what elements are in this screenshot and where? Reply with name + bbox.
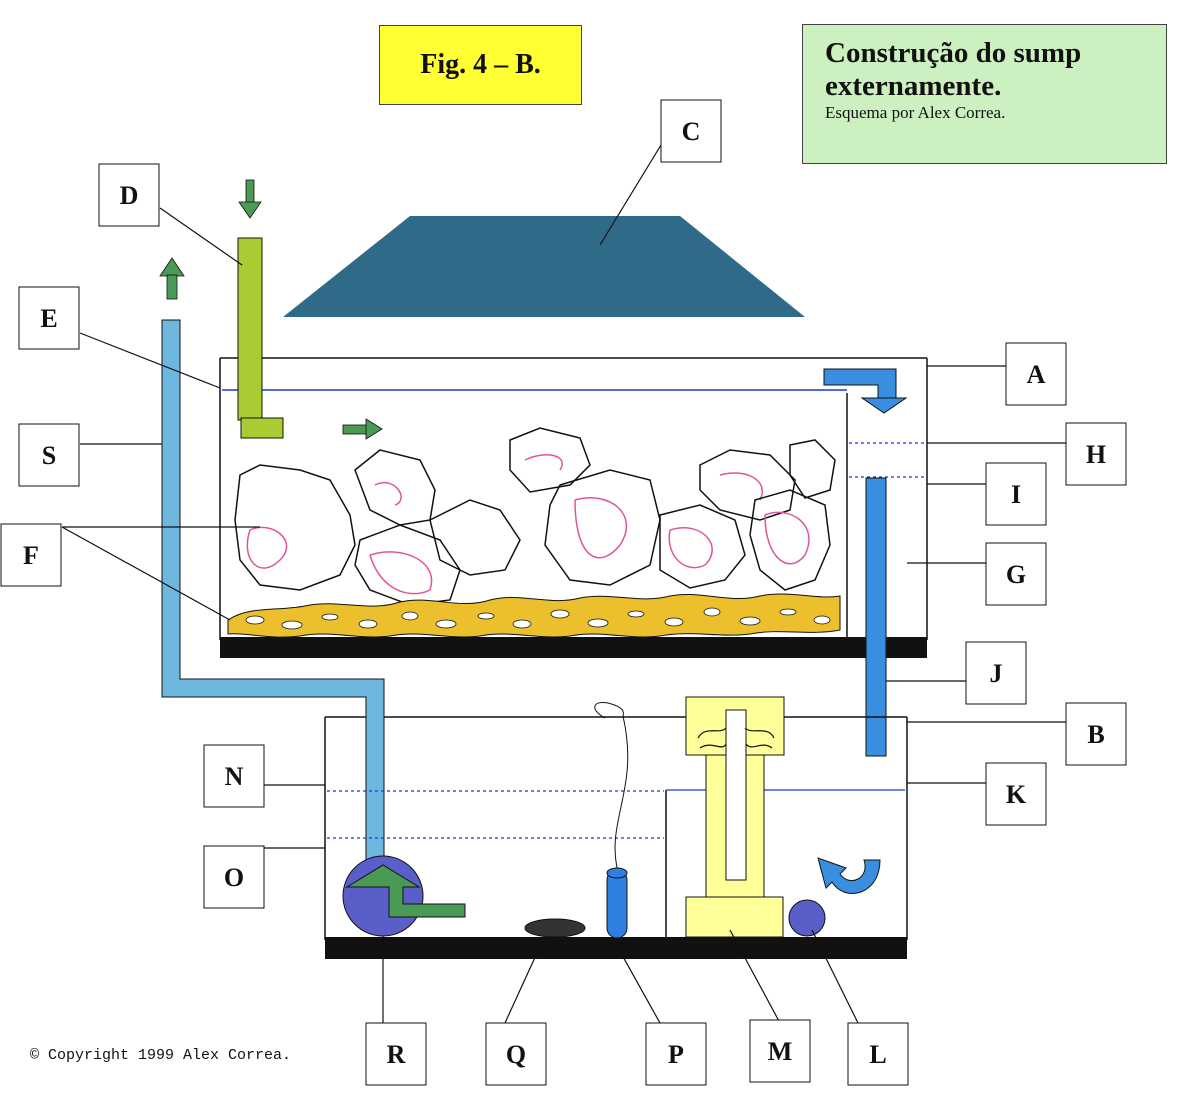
title-box: Construção do sump externamente. Esquema… <box>802 24 1167 164</box>
label-box-A: A <box>1005 342 1067 406</box>
label-box-C: C <box>660 99 722 163</box>
label-B: B <box>1087 720 1104 749</box>
label-box-E: E <box>18 286 80 350</box>
label-box-M: M <box>749 1019 811 1083</box>
flow-right-arrow-icon <box>342 418 383 440</box>
diagram-subtitle: Esquema por Alex Correa. <box>825 103 1006 122</box>
sump-tank <box>324 716 908 959</box>
label-box-D: D <box>98 163 160 227</box>
label-box-I: I <box>985 462 1047 526</box>
label-box-G: G <box>985 542 1047 606</box>
label-E: E <box>40 304 57 333</box>
skimmer-pump <box>788 899 826 937</box>
label-J: J <box>990 659 1003 688</box>
label-I: I <box>1011 480 1021 509</box>
label-F: F <box>23 541 39 570</box>
label-box-Q: Q <box>485 1022 547 1086</box>
label-P: P <box>668 1040 684 1069</box>
label-D: D <box>120 181 139 210</box>
diagram-title: Construção do sump externamente. <box>825 37 1082 102</box>
circulation-arrow-icon <box>817 857 881 894</box>
overflow-elbow <box>823 368 908 414</box>
label-M: M <box>768 1037 793 1066</box>
inflow-pipe <box>237 237 284 439</box>
light-hood <box>283 216 805 317</box>
label-C: C <box>682 117 701 146</box>
label-L: L <box>869 1040 886 1069</box>
label-box-N: N <box>203 744 265 808</box>
label-H: H <box>1086 440 1106 469</box>
label-box-B: B <box>1065 702 1127 766</box>
label-Q: Q <box>506 1040 526 1069</box>
flow-down-arrow-icon <box>238 179 262 219</box>
label-A: A <box>1027 360 1046 389</box>
label-box-P: P <box>645 1022 707 1086</box>
protein-skimmer <box>685 696 785 938</box>
figure-label: Fig. 4 – B. <box>379 25 582 105</box>
label-box-K: K <box>985 762 1047 826</box>
label-box-S: S <box>18 423 80 487</box>
label-K: K <box>1006 780 1027 809</box>
return-pump <box>342 855 466 937</box>
label-box-J: J <box>965 641 1027 705</box>
label-N: N <box>225 762 244 791</box>
label-R: R <box>387 1040 406 1069</box>
substrate-gravel <box>227 593 841 638</box>
label-box-O: O <box>203 845 265 909</box>
live-rocks <box>234 427 836 606</box>
heater <box>594 701 629 939</box>
return-pipe <box>161 319 385 871</box>
main-tank-base <box>220 637 927 658</box>
label-box-F: F <box>0 523 62 587</box>
copyright-notice: © Copyright 1999 Alex Correa. <box>30 1047 292 1064</box>
label-S: S <box>42 441 56 470</box>
label-box-R: R <box>365 1022 427 1086</box>
label-O: O <box>224 863 244 892</box>
label-G: G <box>1006 560 1026 589</box>
flow-up-arrow-icon <box>159 257 185 300</box>
label-box-H: H <box>1065 422 1127 486</box>
leader-lines <box>61 144 1066 1024</box>
sump-base <box>325 937 907 959</box>
drain-pipe <box>865 477 887 757</box>
label-box-L: L <box>847 1022 909 1086</box>
main-tank <box>219 357 928 658</box>
air-stone <box>524 918 586 938</box>
